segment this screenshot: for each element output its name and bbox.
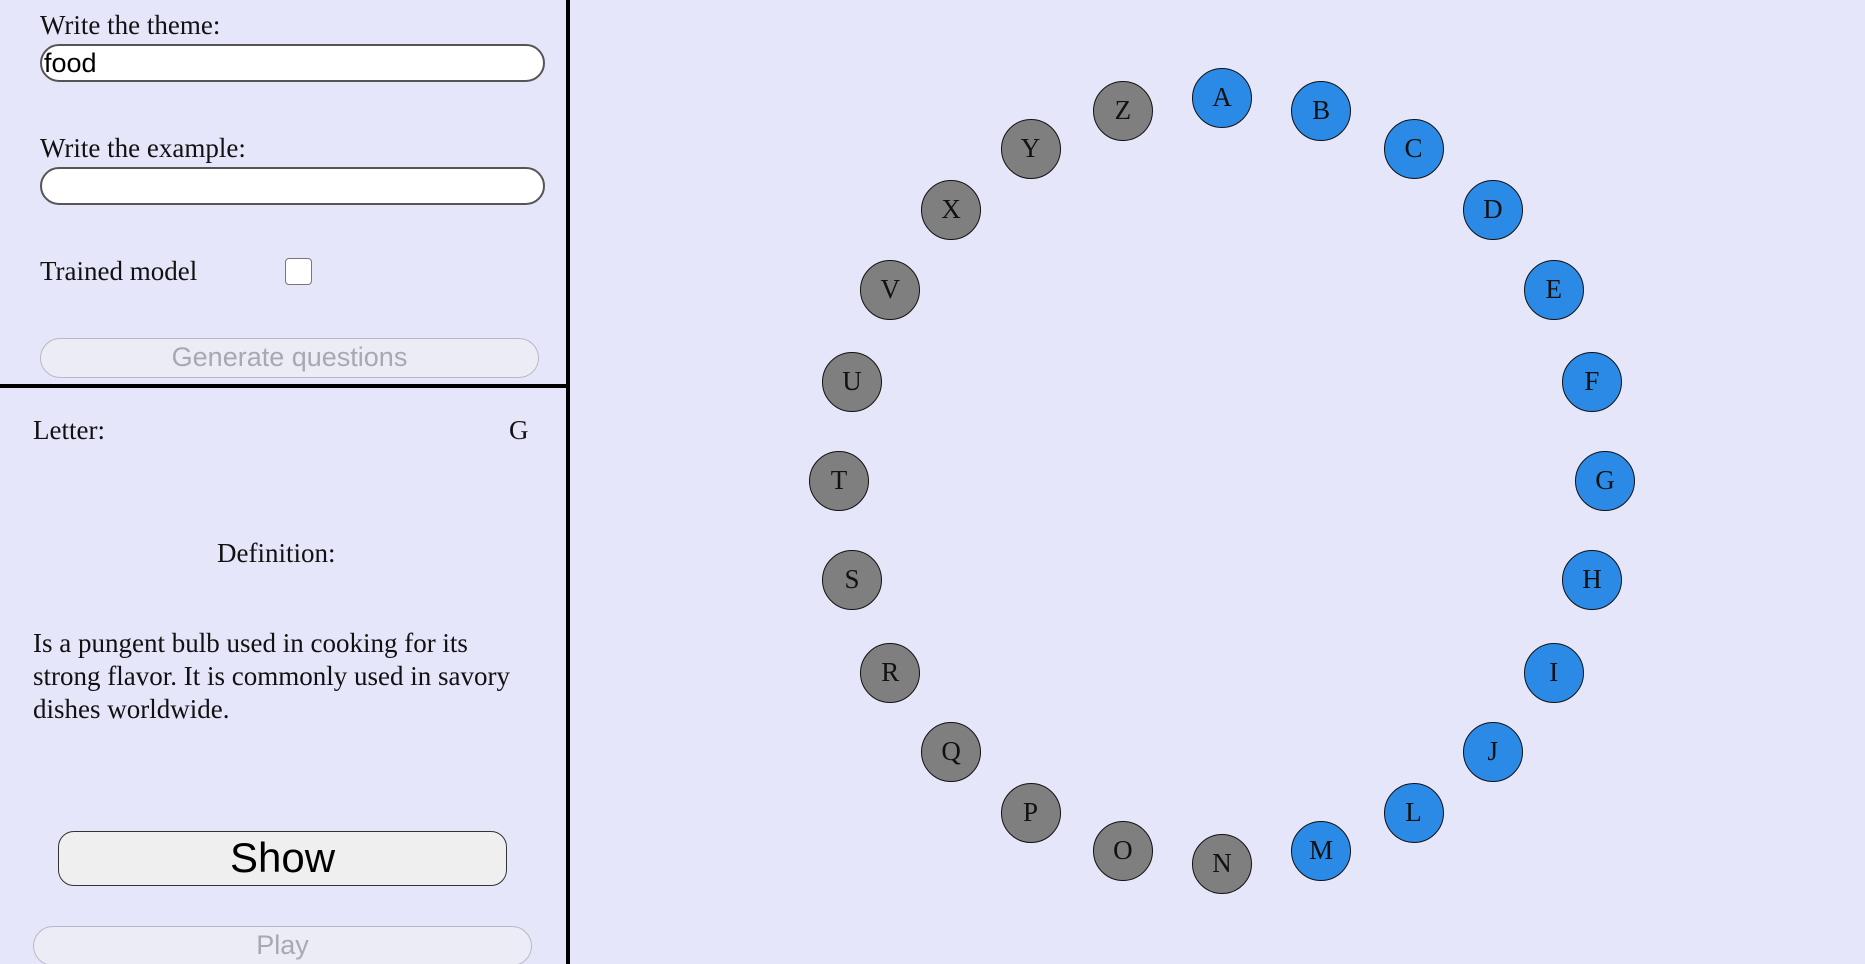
show-button[interactable]: Show [58, 831, 507, 886]
letter-circle-u: U [822, 351, 883, 412]
generate-questions-button[interactable]: Generate questions [40, 338, 539, 378]
left-column: Write the theme: Write the example: Trai… [0, 0, 570, 964]
letter-circle-g: G [1575, 451, 1635, 511]
theme-label: Write the theme: [40, 10, 221, 40]
letter-circle-x: X [921, 180, 982, 241]
letter-label: Letter: [33, 415, 105, 445]
letter-circle-a: A [1192, 68, 1252, 128]
letter-circle-s: S [822, 550, 883, 611]
letter-circle-f: F [1561, 351, 1622, 412]
letter-circle-o: O [1092, 820, 1153, 881]
theme-input[interactable] [40, 44, 545, 82]
letter-circle-y: Y [1000, 119, 1061, 180]
letter-circle-j: J [1462, 721, 1523, 782]
letter-circle-n: N [1192, 834, 1252, 894]
definition-text: Is a pungent bulb used in cooking for it… [33, 628, 510, 724]
letter-circle-b: B [1291, 81, 1352, 142]
definition-label: Definition: [217, 538, 336, 568]
example-input[interactable] [40, 167, 545, 205]
letter-circle-z: Z [1092, 81, 1153, 142]
letter-circle-m: M [1291, 820, 1352, 881]
letter-circle-d: D [1462, 180, 1523, 241]
letter-circle-t: T [809, 451, 869, 511]
trained-model-label: Trained model [40, 256, 198, 286]
letter-circle-p: P [1000, 782, 1061, 843]
current-letter: G [509, 415, 529, 445]
trained-model-checkbox[interactable] [285, 258, 312, 285]
letter-circle-v: V [860, 259, 921, 320]
letter-circle-l: L [1383, 782, 1444, 843]
letter-circle-c: C [1383, 119, 1444, 180]
play-button[interactable]: Play [33, 926, 532, 964]
config-panel: Write the theme: Write the example: Trai… [0, 0, 566, 388]
game-panel: Letter: G Definition: [0, 388, 566, 964]
example-label: Write the example: [40, 133, 246, 163]
letter-circle-h: H [1561, 550, 1622, 611]
letter-circle-r: R [860, 642, 921, 703]
letter-circle-i: I [1523, 642, 1584, 703]
letter-circle-q: Q [921, 721, 982, 782]
letter-circle-e: E [1523, 259, 1584, 320]
